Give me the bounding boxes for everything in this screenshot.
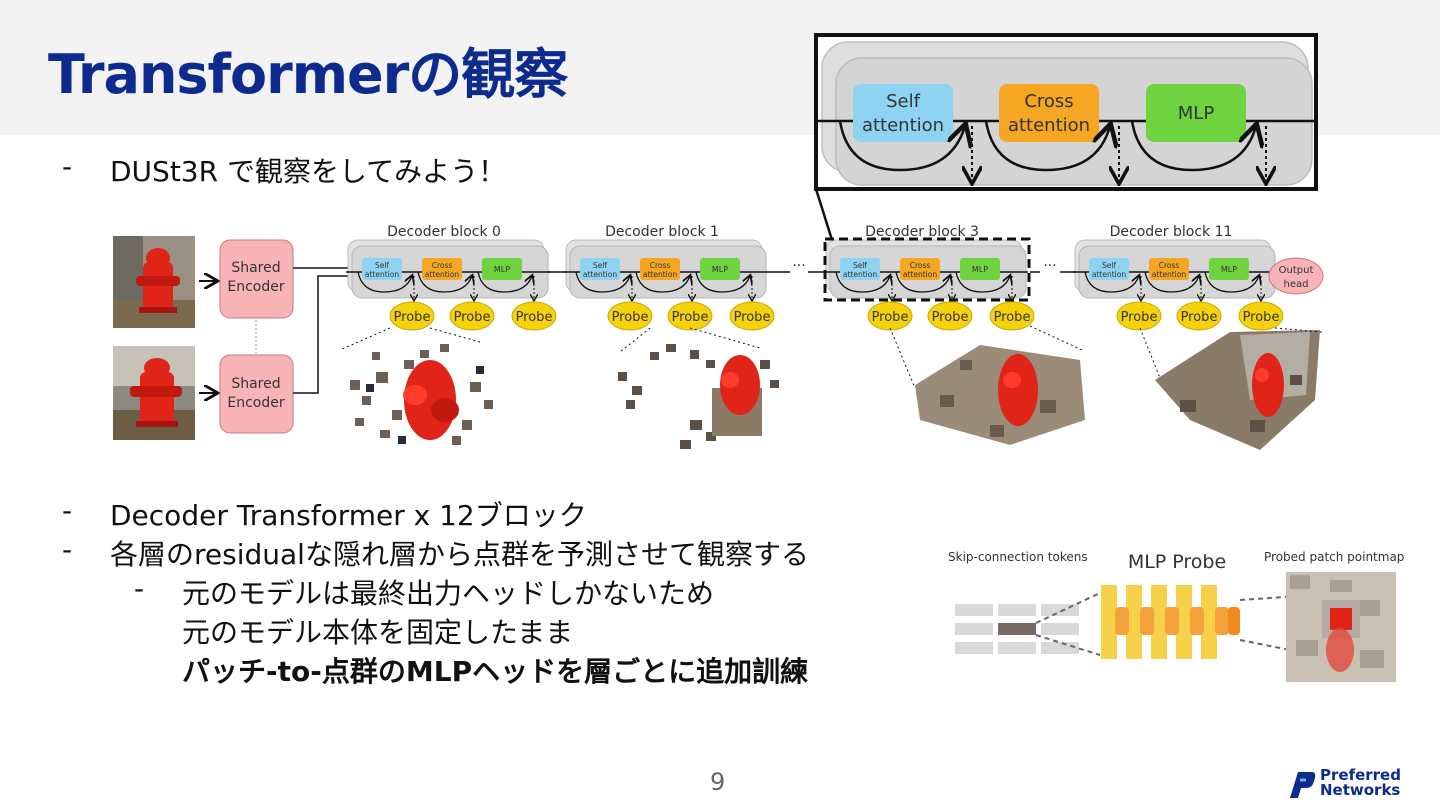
probe-label: Probe — [872, 310, 909, 325]
probe-label: Probe — [932, 310, 969, 325]
cross-attention-label: attention — [425, 270, 459, 279]
zoom-cross-attention-label-2: attention — [1008, 115, 1090, 136]
self-attention-label: attention — [583, 270, 617, 279]
probe-label: Probe — [612, 310, 649, 325]
cross-attention-label: attention — [903, 270, 937, 279]
zoom-cross-attention-label: Cross — [1024, 91, 1073, 112]
zoom-self-attention-label-2: attention — [862, 115, 944, 136]
self-attention-label: Self — [375, 261, 389, 270]
svg-text:Shared: Shared — [231, 376, 280, 392]
input-image-2 — [113, 346, 195, 440]
probe-label: Probe — [1243, 310, 1280, 325]
svg-text:Output: Output — [1279, 265, 1314, 276]
decoder-block-3: Decoder block 11SelfattentionCrossattent… — [1073, 224, 1283, 330]
cross-attention-label: attention — [1152, 270, 1186, 279]
ellipsis-2: ··· — [1043, 258, 1056, 274]
mlp-probe-figure: Skip-connection tokens MLP Probe Probed … — [948, 550, 1404, 682]
decoder-block-title: Decoder block 11 — [1110, 224, 1233, 240]
self-attention-label: attention — [1092, 270, 1126, 279]
logo-text-2: Networks — [1320, 783, 1400, 798]
mlp-probe-label: MLP Probe — [1128, 551, 1226, 573]
self-attention-label: Self — [1102, 261, 1116, 270]
page-number: 9 — [710, 768, 725, 796]
self-attention-label: Self — [593, 261, 607, 270]
decoder-block-0: Decoder block 0SelfattentionCrossattenti… — [346, 224, 556, 330]
probe-label: Probe — [672, 310, 709, 325]
probe-label: Probe — [516, 310, 553, 325]
decoder-block-title: Decoder block 0 — [387, 224, 501, 240]
svg-text:Encoder: Encoder — [227, 395, 284, 411]
shared-encoder-top: Shared Encoder — [220, 240, 293, 318]
pfn-logo-icon — [1286, 768, 1318, 802]
cross-attention-label: Cross — [910, 261, 931, 270]
shared-encoder-bottom: Shared Encoder — [220, 355, 293, 433]
decoder-blocks: Decoder block 0SelfattentionCrossattenti… — [346, 224, 1283, 330]
probe-label: Probe — [1181, 310, 1218, 325]
mlp-label: MLP — [1221, 265, 1237, 274]
self-attention-label: attention — [365, 270, 399, 279]
cross-attention-label: Cross — [432, 261, 453, 270]
self-attention-label: attention — [843, 270, 877, 279]
cross-attention-label: attention — [643, 270, 677, 279]
svg-text:head: head — [1284, 279, 1309, 290]
probe-label: Probe — [1121, 310, 1158, 325]
skip-tokens-label: Skip-connection tokens — [948, 550, 1088, 564]
probe-label: Probe — [454, 310, 491, 325]
probe-label: Probe — [734, 310, 771, 325]
svg-text:Shared: Shared — [231, 260, 280, 276]
zoom-inset: Self attention Cross attention MLP — [816, 35, 1316, 189]
probe-label: Probe — [994, 310, 1031, 325]
zoom-self-attention-label: Self — [886, 91, 921, 112]
point-cloud-block-1 — [618, 328, 779, 449]
output-head: Output head — [1269, 258, 1323, 294]
input-image-1 — [113, 236, 195, 328]
mlp-label: MLP — [494, 265, 510, 274]
ellipsis-1: ··· — [792, 258, 805, 274]
zoom-mlp-label: MLP — [1178, 103, 1215, 124]
point-cloud-output — [1140, 328, 1322, 450]
mlp-label: MLP — [972, 265, 988, 274]
probe-label: Probe — [394, 310, 431, 325]
company-logo: Preferred Networks — [1286, 768, 1426, 804]
self-attention-label: Self — [853, 261, 867, 270]
mlp-label: MLP — [712, 265, 728, 274]
point-cloud-block-0 — [340, 328, 493, 445]
probed-pointmap-label: Probed patch pointmap — [1264, 550, 1404, 564]
decoder-block-title: Decoder block 1 — [605, 224, 719, 240]
point-cloud-block-3 — [890, 326, 1085, 445]
cross-attention-label: Cross — [650, 261, 671, 270]
cross-attention-label: Cross — [1159, 261, 1180, 270]
decoder-block-1: Decoder block 1SelfattentionCrossattenti… — [564, 224, 774, 330]
svg-text:Encoder: Encoder — [227, 279, 284, 295]
